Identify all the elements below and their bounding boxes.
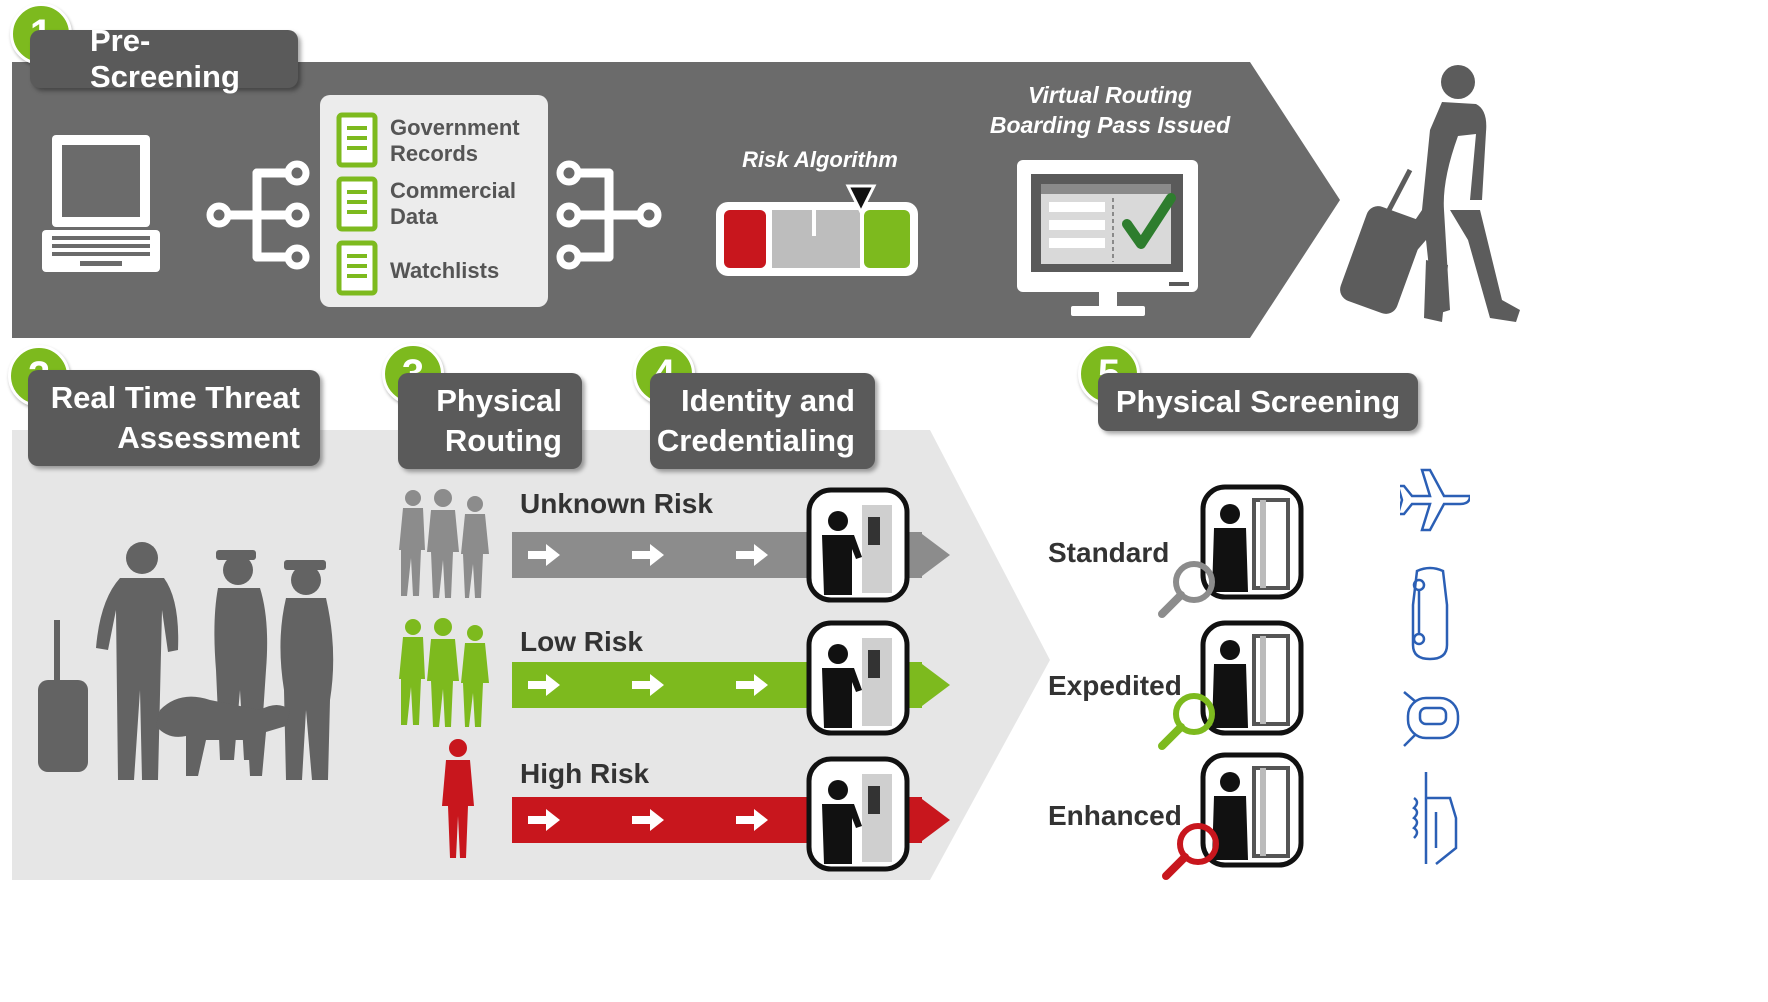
step-3-title: Physical Routing: [398, 373, 582, 469]
step-2-title-line1: Real Time Threat: [50, 380, 300, 415]
step-1-title: Pre-Screening: [30, 23, 298, 94]
security-officers-icon: [38, 542, 334, 780]
step-3-title-line2: Routing: [444, 423, 562, 458]
step-1-title-text: Pre-Screening: [90, 23, 240, 94]
magnifier-gray-icon: [1158, 561, 1215, 618]
people-group-green-icon: [399, 618, 489, 727]
body-scanner-icon: [1200, 620, 1304, 736]
document-icon: [336, 112, 378, 168]
step-4-title-line1: Identity and: [681, 383, 855, 418]
risk-algorithm-label: Risk Algorithm: [742, 147, 898, 172]
car-icon: [1411, 566, 1449, 661]
ship-icon: [1412, 772, 1458, 865]
monitor-check-icon: [1017, 160, 1198, 316]
id-check-kiosk-icon: [806, 620, 910, 736]
lane-high-risk-label: High Risk: [520, 758, 650, 789]
id-check-kiosk-icon: [806, 756, 910, 872]
document-icon: [336, 176, 378, 232]
lane-low-risk-label: Low Risk: [520, 626, 643, 657]
splitter-left-icon: [206, 160, 310, 270]
body-scanner-icon: [1200, 484, 1304, 600]
risk-meter-icon: [716, 184, 918, 276]
step-4-title: Identity and Credentialing: [650, 373, 875, 469]
source-commercial-data: Commercial Data: [390, 178, 516, 229]
source-watchlists: Watchlists: [390, 258, 500, 283]
source-government-records: Government Records: [390, 115, 520, 166]
body-scanner-icon: [1200, 752, 1304, 868]
laptop-icon: [42, 135, 160, 272]
lane-unknown-risk-label: Unknown Risk: [520, 488, 713, 519]
boarding-pass-label-line1: Virtual Routing: [1028, 82, 1192, 108]
person-red-icon: [442, 739, 474, 858]
plane-icon: [1400, 468, 1470, 532]
screening-expedited-label: Expedited: [1048, 670, 1182, 701]
step-2-title: Real Time Threat Assessment: [28, 370, 320, 466]
magnifier-red-icon: [1162, 823, 1219, 880]
step-4-title-line2: Credentialing: [656, 423, 855, 458]
document-icon: [336, 240, 378, 296]
people-group-gray-icon: [399, 489, 489, 598]
boarding-pass-label: Virtual Routing Boarding Pass Issued: [985, 80, 1235, 140]
step-3-title-line1: Physical: [436, 383, 562, 418]
step-5-title: Physical Screening: [1098, 373, 1418, 431]
step-2-title-line2: Assessment: [117, 420, 300, 455]
train-icon: [1403, 691, 1460, 747]
id-check-kiosk-icon: [806, 487, 910, 603]
screening-enhanced-label: Enhanced: [1048, 800, 1182, 831]
magnifier-green-icon: [1158, 693, 1215, 750]
screening-standard-label: Standard: [1048, 537, 1170, 568]
boarding-pass-label-line2: Boarding Pass Issued: [989, 112, 1231, 138]
merger-right-icon: [556, 160, 662, 270]
step-5-title-text: Physical Screening: [1115, 384, 1401, 419]
traveler-with-luggage-icon: [1340, 65, 1520, 322]
